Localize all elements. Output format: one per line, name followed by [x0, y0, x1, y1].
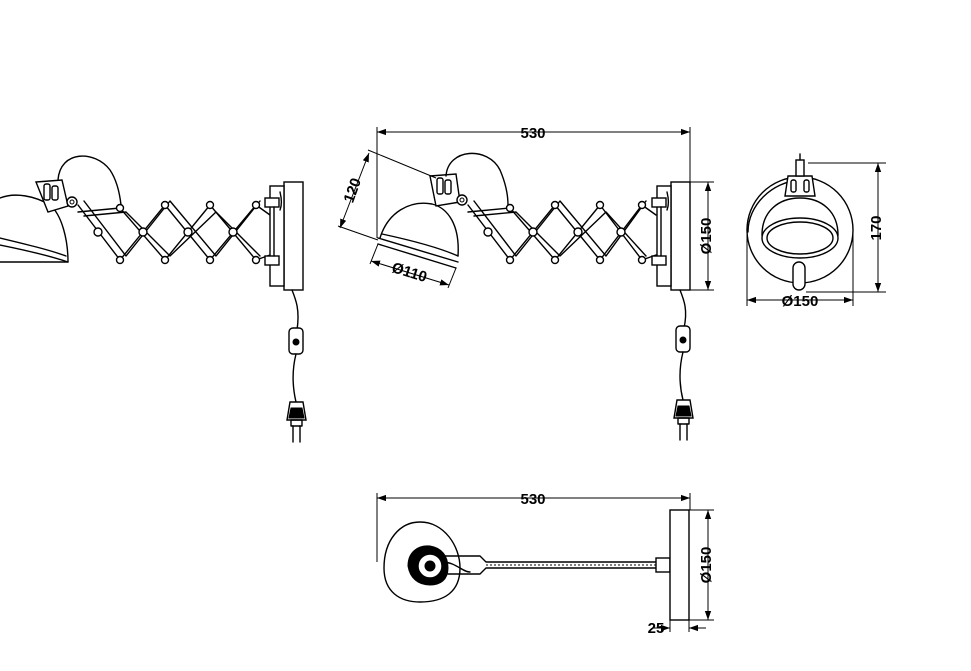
- scissor-arm: [77, 200, 271, 265]
- dimension-shade-height: 120: [337, 149, 437, 241]
- dim-label-d150: Ø150: [698, 218, 715, 255]
- dim-label-25: 25: [648, 620, 665, 637]
- dim-label-120: 120: [341, 176, 366, 205]
- lamp-shade-front: [761, 153, 839, 291]
- wall-bracket: [264, 181, 304, 291]
- cable: [445, 152, 509, 206]
- dim-label-front-d150: Ø150: [782, 293, 819, 310]
- dimension-top-plate: Ø150: [689, 509, 715, 621]
- side-view-left: [0, 155, 307, 443]
- dimension-front-height: 170: [806, 162, 886, 293]
- dimension-plate-diameter: Ø150: [690, 181, 715, 291]
- scissor-arm: [467, 200, 657, 265]
- lamp-shade: [0, 179, 78, 263]
- dim-label-d110: Ø110: [390, 259, 429, 286]
- power-cord: [673, 289, 694, 441]
- scissor-arm-top: [439, 555, 659, 575]
- power-cord: [286, 289, 307, 443]
- dimension-overall-length: 530: [376, 125, 691, 238]
- dimension-plate-thickness: 25: [648, 620, 706, 637]
- dim-label-top-d150: Ø150: [698, 547, 715, 584]
- dim-label-170: 170: [868, 215, 885, 240]
- lamp-shade: [377, 173, 468, 269]
- dim-label-530: 530: [520, 125, 545, 142]
- dim-label-top-530: 530: [520, 491, 545, 508]
- dimension-front-width: Ø150: [746, 232, 854, 310]
- side-view-dimensioned: 530 120 Ø110 Ø150: [337, 125, 715, 441]
- top-view: 530 Ø150 25: [376, 491, 715, 637]
- wall-bracket: [651, 181, 691, 291]
- cable: [57, 155, 122, 206]
- front-view: 170 Ø150: [746, 153, 886, 310]
- lamp-shade-top: [383, 521, 461, 603]
- dimension-top-length: 530: [376, 491, 691, 562]
- wall-bracket-top: [655, 509, 690, 621]
